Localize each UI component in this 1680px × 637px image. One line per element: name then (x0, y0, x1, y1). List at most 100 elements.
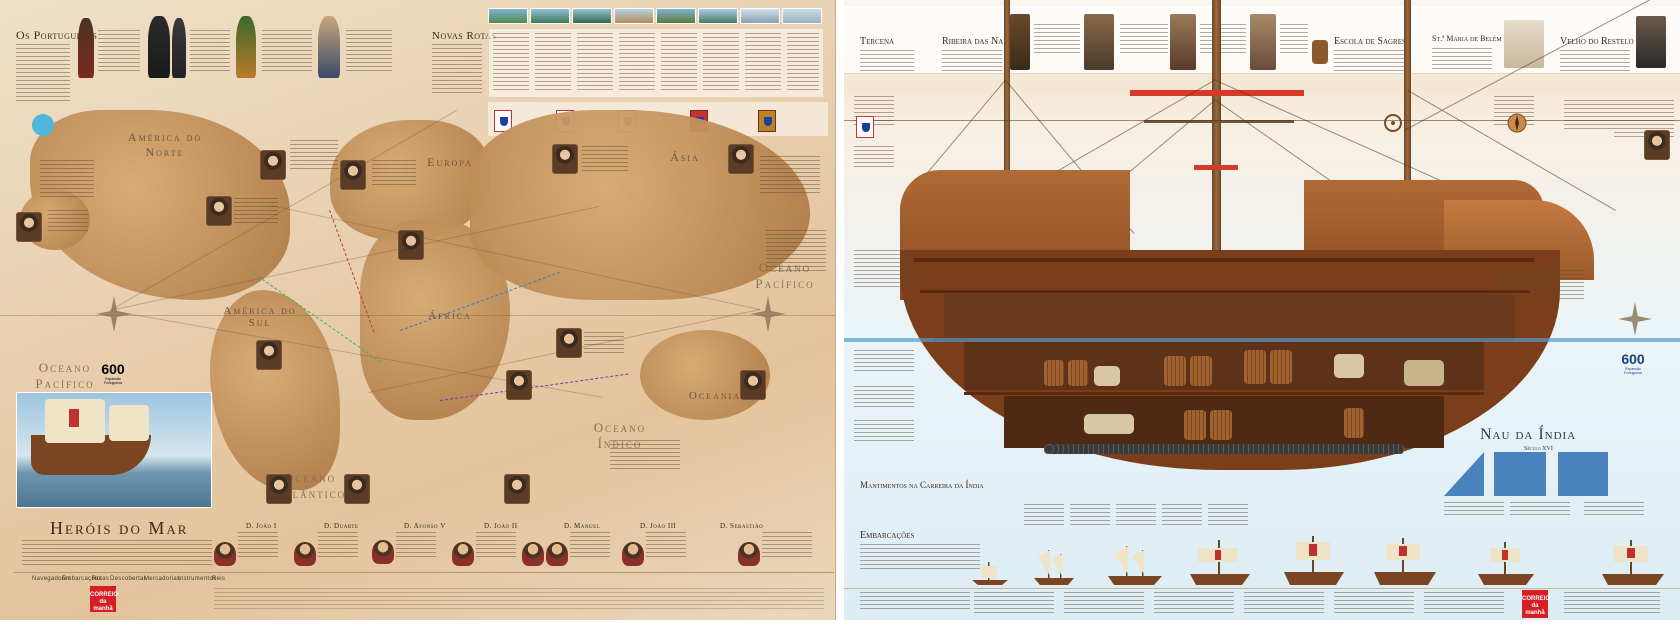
square-sail-diagram (1558, 452, 1608, 496)
map-callout (610, 440, 680, 470)
king-portrait (452, 542, 474, 566)
section-title: Tercena (860, 36, 895, 47)
barrel-icon (1190, 356, 1212, 386)
caravel-icon (1034, 550, 1074, 585)
king-portrait (214, 542, 236, 566)
barrel-icon (1244, 350, 1266, 384)
figure-illustration (172, 18, 186, 78)
sack-icon (1334, 354, 1364, 378)
vessel-text (974, 592, 1054, 614)
vessel-text (1064, 592, 1144, 614)
badge-subtitle: Expansão Portuguesa (1624, 367, 1642, 375)
navigator-portrait (256, 340, 282, 370)
navigator-portrait (266, 474, 292, 504)
newspaper-logo: CORREIO da manhã (90, 586, 118, 612)
sail-text (1584, 502, 1644, 518)
caravel-icon (1108, 546, 1162, 585)
lateen-sail-diagram (1444, 452, 1484, 496)
newspaper-logo: CORREIO da manhã (1522, 590, 1550, 618)
nav-discoveries[interactable]: Descobertas (110, 576, 147, 582)
king-portrait (738, 542, 760, 566)
nav-goods[interactable]: Mercadorias (144, 576, 181, 582)
worker-illustration (1170, 14, 1196, 70)
king-name: D. Afonso V (404, 522, 446, 530)
map-callout (290, 140, 338, 170)
nav-routes[interactable]: Rotas (92, 576, 110, 582)
ship-cutaway-page: Tercena Ribeira das Naus Escola de Sagre… (844, 0, 1680, 620)
provisions-text (1070, 504, 1110, 526)
king-name: D. Manuel (564, 522, 601, 530)
section-text (1334, 50, 1404, 72)
ocean-label: Oceano Pacífico (755, 260, 815, 291)
king-text (396, 532, 436, 558)
barrel-icon (1210, 410, 1232, 440)
compass-rose-icon (96, 296, 132, 332)
section-title: Ribeira das Naus (942, 36, 1013, 47)
landscape-thumb (698, 8, 738, 24)
navigator-portrait (552, 144, 578, 174)
yard-arm (1144, 120, 1294, 123)
sail-text (1510, 502, 1570, 518)
navigator-portrait (344, 474, 370, 504)
infographic-map-page: Os Portugueses Novas Rotas (0, 0, 836, 620)
provisions-text (1162, 504, 1202, 526)
figure-illustration (78, 18, 94, 78)
map-callout (760, 156, 820, 196)
section-text (1280, 24, 1308, 54)
yard-arm (1130, 90, 1304, 96)
king-text (762, 532, 812, 558)
info-text (1494, 270, 1584, 300)
badge-number: 600 (101, 361, 125, 377)
timeline-footer-text (214, 588, 824, 612)
flag-icon (758, 110, 776, 132)
section-title: St.ª Maria de Belém (1432, 34, 1502, 43)
king-text (646, 532, 686, 558)
provisions-text (1024, 504, 1064, 526)
provisions-text (1208, 504, 1248, 526)
nav-vessels[interactable]: Embarcações (62, 576, 102, 582)
landscape-thumb (656, 8, 696, 24)
worker-illustration (1084, 14, 1114, 70)
section-title: Velho do Restelo (1560, 36, 1634, 47)
ocean-label: Oceano Pacífico (35, 360, 95, 391)
flag-icon (856, 116, 874, 138)
vessel-text (1424, 592, 1504, 614)
section-text (860, 50, 914, 72)
compass-rose-icon (750, 296, 786, 332)
section-text (1120, 24, 1168, 54)
vessel-text (1154, 592, 1234, 614)
map-callout (234, 198, 278, 226)
nau-icon (1284, 536, 1344, 585)
king-text (318, 532, 358, 558)
info-text (1564, 100, 1614, 130)
ship-title: Nau da Índia (1480, 426, 1577, 443)
caravel-illustration (16, 392, 212, 508)
barrel-icon (1044, 360, 1064, 386)
continent-label: Europa (427, 155, 473, 169)
barrel-icon (1312, 40, 1328, 64)
info-text (854, 250, 914, 290)
provisions-text (1116, 504, 1156, 526)
vessel-text (1244, 592, 1324, 614)
king-portrait (622, 542, 644, 566)
barrel-icon (1164, 356, 1186, 386)
figure-text (346, 30, 392, 74)
nav-navigators[interactable]: Navegadores (32, 576, 71, 582)
ocean-label: Oceano Índico (593, 420, 647, 451)
provisions-title: Mantimentos na Carreira da Índia (860, 480, 984, 490)
landscape-thumb (488, 8, 528, 24)
landscape-thumb (530, 8, 570, 24)
navigator-portrait (260, 150, 286, 180)
king-portrait (294, 542, 316, 566)
worker-illustration (1250, 14, 1276, 70)
navigator-portrait (206, 196, 232, 226)
continent-label: América do Norte (127, 130, 203, 159)
nav-kings[interactable]: Reis (212, 576, 226, 582)
info-text (854, 350, 914, 374)
landscape-thumb (782, 8, 822, 24)
navigator-portrait (16, 212, 42, 242)
galleon-icon (1478, 542, 1534, 585)
nav-instruments[interactable]: Instrumentos (178, 576, 217, 582)
land-asia (470, 110, 810, 300)
section-text (942, 50, 1002, 72)
